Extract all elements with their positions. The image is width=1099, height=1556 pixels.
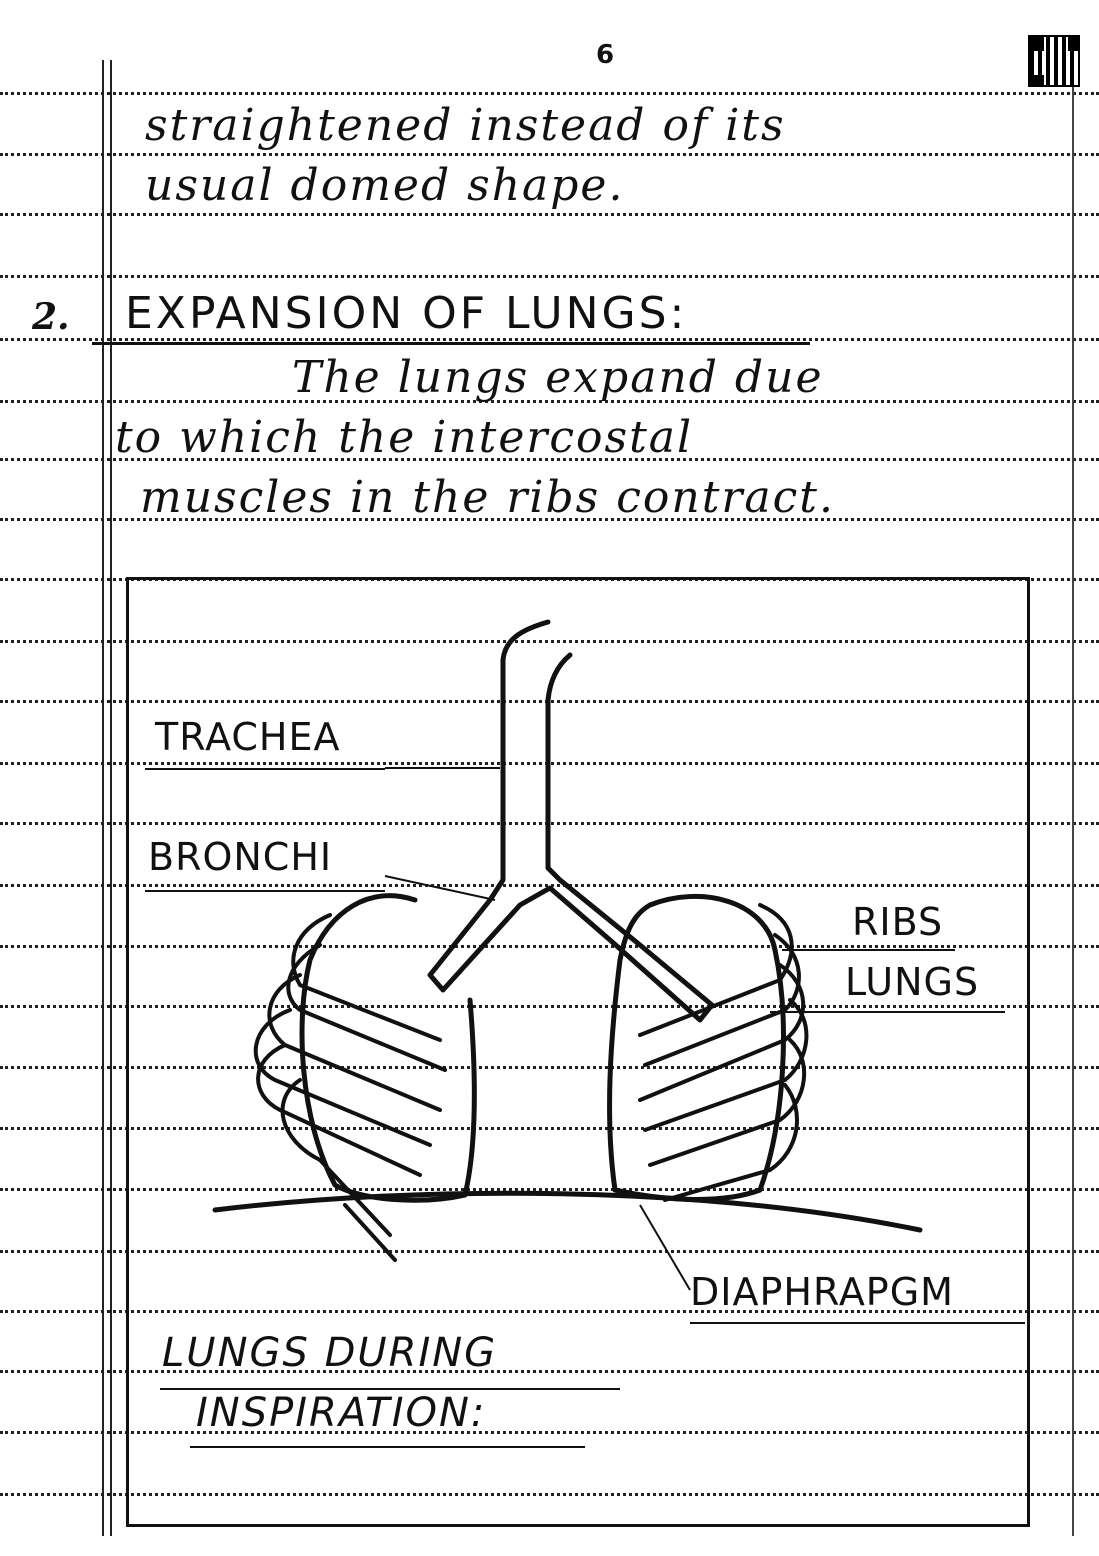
right-margin-line	[1072, 60, 1074, 1536]
label-underline	[145, 890, 385, 892]
paragraph-line: to which the intercostal	[115, 412, 694, 463]
figure-caption: LUNGS DURING	[162, 1330, 498, 1376]
label-ribs: RIBS	[852, 900, 944, 944]
label-diaphragm: DIAPHRAPGM	[690, 1270, 954, 1314]
left-margin-line-2	[110, 60, 112, 1536]
paragraph-line: straightened instead of its	[145, 100, 786, 151]
diagram-frame	[126, 577, 1030, 1527]
caption-underline	[160, 1388, 620, 1390]
label-underline	[690, 1322, 1025, 1324]
label-trachea: TRACHEA	[155, 715, 341, 759]
section-heading: EXPANSION OF LUNGS:	[125, 288, 688, 339]
label-bronchi: BRONCHI	[148, 835, 333, 879]
qr-code-icon	[1028, 35, 1080, 87]
label-underline	[145, 768, 385, 770]
paragraph-line: The lungs expand due	[292, 352, 824, 403]
left-margin-line	[102, 60, 104, 1536]
paragraph-line: usual domed shape.	[145, 160, 625, 211]
label-lungs: LUNGS	[845, 960, 980, 1004]
figure-caption: INSPIRATION:	[196, 1390, 487, 1436]
right-ribs	[638, 903, 809, 1202]
diaphragm-shape	[212, 1190, 923, 1233]
left-lung-shape	[299, 893, 477, 1203]
page-number: 6	[596, 40, 615, 70]
right-lung-shape	[607, 893, 786, 1202]
left-ribs	[253, 913, 447, 1262]
caption-underline	[190, 1446, 585, 1448]
section-number: 2.	[32, 296, 70, 338]
paragraph-line: muscles in the ribs contract.	[140, 472, 835, 523]
trachea-shape	[427, 619, 715, 1023]
heading-underline	[92, 342, 810, 345]
